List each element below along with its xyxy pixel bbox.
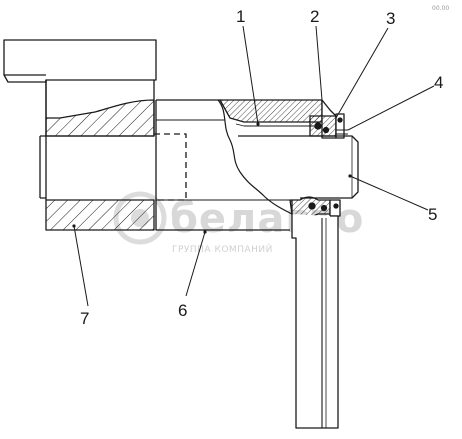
leader-4	[347, 85, 435, 131]
callout-5: 5	[428, 205, 437, 224]
leader-6	[185, 231, 206, 297]
callout-4: 4	[434, 73, 443, 92]
part-1-sleeve	[219, 99, 323, 127]
leader-5	[349, 175, 429, 211]
callout-3: 3	[386, 9, 395, 28]
callout-6: 6	[178, 301, 187, 320]
leader-2	[315, 25, 323, 101]
break-line	[217, 99, 293, 215]
frame-bracket	[3, 39, 157, 83]
leader-7	[73, 225, 89, 307]
callout-2: 2	[310, 7, 319, 26]
corner-mark: 00.00	[432, 5, 449, 12]
leader-1	[242, 25, 259, 125]
leader-3	[335, 27, 389, 119]
part-4-washer	[336, 129, 348, 135]
pin-left-end	[39, 135, 46, 199]
leader-dots	[72, 122, 352, 234]
callout-7: 7	[80, 309, 89, 328]
lever-arm	[291, 200, 339, 429]
part-5-pin	[238, 135, 359, 199]
part-7-housing	[45, 79, 155, 231]
pin-hidden-end	[154, 133, 187, 201]
callout-1: 1	[236, 7, 245, 26]
watermark-tagline: ГРУППА КОМПАНИЙ	[172, 243, 273, 255]
leader-lines	[73, 25, 435, 307]
lower-seal-cluster	[289, 196, 341, 218]
